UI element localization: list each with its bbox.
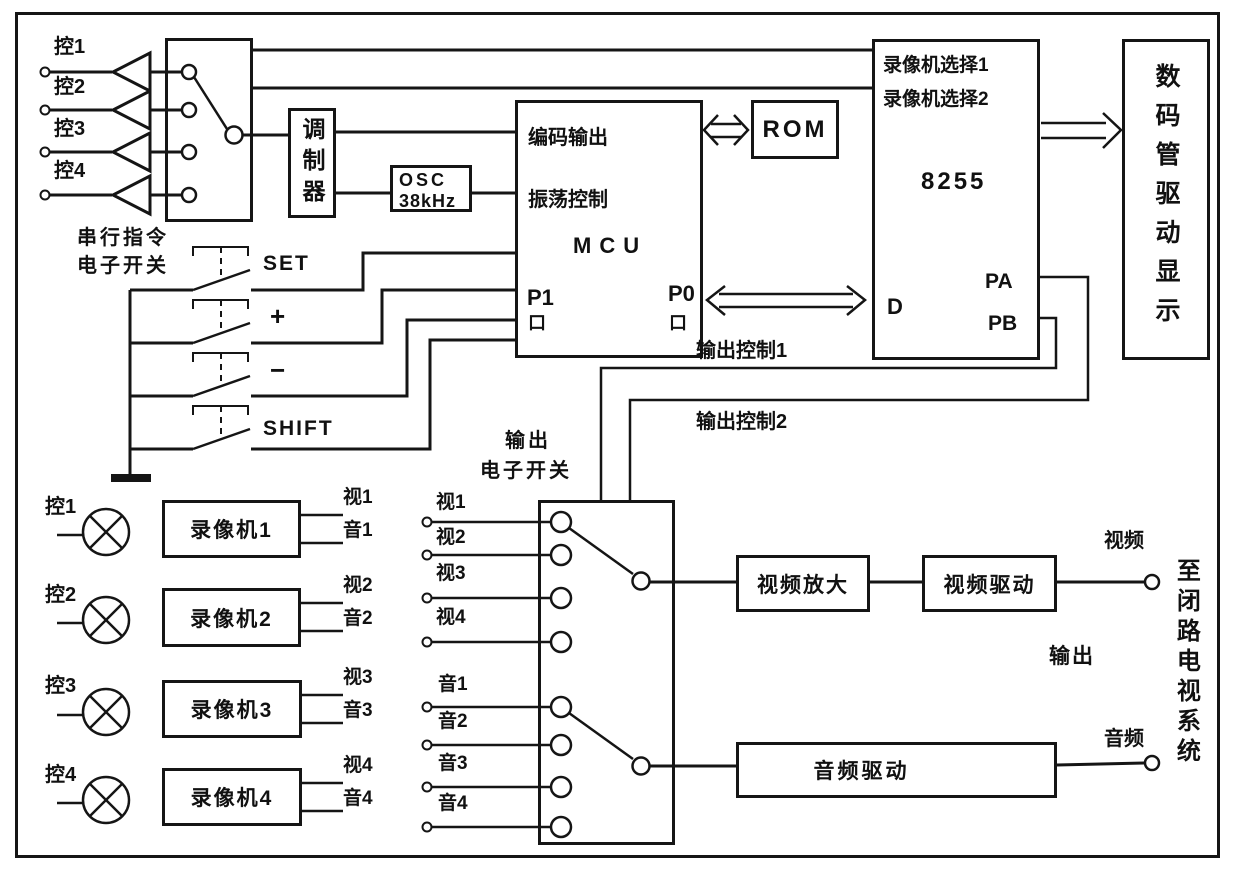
video-out-terminal bbox=[1143, 573, 1161, 591]
key-set-label: SET bbox=[263, 252, 310, 275]
ctrl-bottom-4: 控4 bbox=[45, 764, 77, 786]
modulator-box: 调制器 bbox=[288, 108, 336, 218]
vcr-select-2-label: 录像机选择2 bbox=[883, 89, 989, 110]
bus-mcu-rom bbox=[702, 114, 750, 146]
video-driver-label: 视频驱动 bbox=[943, 573, 1036, 597]
modulator-label: 调制器 bbox=[299, 116, 325, 210]
mcu-name: MCU bbox=[573, 233, 648, 258]
pin-pb: PB bbox=[988, 312, 1018, 335]
to-cctv-label: 至闭路电视系统 bbox=[1172, 558, 1200, 768]
output-switch-inputs bbox=[421, 510, 573, 839]
mcu-pin-osc: 振荡控制 bbox=[528, 189, 608, 211]
ctrl-top-4: 控4 bbox=[54, 160, 86, 182]
ctrl-bottom-2: 控2 bbox=[45, 584, 77, 606]
pin-pa: PA bbox=[985, 270, 1013, 293]
pin-d: D bbox=[887, 294, 903, 319]
vcr-4-box: 录像机4 bbox=[162, 768, 302, 826]
ctrl-top-1: 控1 bbox=[54, 36, 86, 58]
sw-audio-3-label: 音3 bbox=[438, 753, 468, 774]
audio-driver-box: 音频驱动 bbox=[736, 742, 1057, 798]
audio-driver-label: 音频驱动 bbox=[813, 760, 910, 783]
serial-switch-box bbox=[165, 38, 253, 222]
key-plus-label: + bbox=[270, 301, 286, 331]
output-switch-box bbox=[538, 500, 675, 845]
vcr-2-audio-label: 音2 bbox=[343, 608, 373, 629]
serial-switch-rotor bbox=[192, 76, 288, 145]
vcr-4-label: 录像机4 bbox=[190, 787, 274, 810]
diagram-frame bbox=[15, 12, 1220, 858]
mcu-p0-port: 口 bbox=[669, 313, 687, 333]
vcr-2-video-label: 视2 bbox=[343, 575, 373, 596]
sw-audio-1-label: 音1 bbox=[438, 674, 468, 695]
output-switch-caption-2: 电子开关 bbox=[480, 460, 572, 482]
ctrl-top-2: 控2 bbox=[54, 76, 86, 98]
osc-line1: OSC bbox=[399, 170, 448, 190]
sw-audio-4-label: 音4 bbox=[438, 793, 468, 814]
key-switches bbox=[111, 246, 515, 482]
mcu-p1-port: 口 bbox=[528, 313, 546, 333]
video-driver-box: 视频驱动 bbox=[922, 555, 1057, 612]
vcr-3-box: 录像机3 bbox=[162, 680, 302, 738]
video-rotor bbox=[568, 526, 736, 591]
ctrl-bottom-3: 控3 bbox=[45, 675, 77, 697]
video-amp-label: 视频放大 bbox=[757, 573, 849, 597]
vcr-select-1-label: 录像机选择1 bbox=[883, 55, 989, 76]
display-driver-box: 数码管驱动显示 bbox=[1122, 39, 1210, 360]
wire-output-control-2 bbox=[628, 275, 1090, 500]
vcr-2-label: 录像机2 bbox=[190, 607, 273, 631]
vcr-1-video-label: 视1 bbox=[343, 487, 373, 508]
control-lamps bbox=[57, 507, 131, 825]
ctrl-bottom-1: 控1 bbox=[45, 496, 77, 518]
vcr-1-label: 录像机1 bbox=[190, 519, 273, 542]
serial-command-label: 串行指令 bbox=[77, 227, 169, 249]
ground-icon bbox=[111, 474, 151, 482]
chip-8255-name: 8255 bbox=[921, 168, 987, 195]
sw-audio-2-label: 音2 bbox=[438, 711, 468, 732]
electronic-switch-label: 电子开关 bbox=[77, 255, 169, 277]
ctrl-top-3: 控3 bbox=[54, 118, 86, 140]
output-control-2-label: 输出控制2 bbox=[696, 411, 788, 433]
remote-output-rows bbox=[39, 50, 198, 217]
mcu-p1: P1 bbox=[527, 285, 554, 310]
chip-8255-box: 录像机选择1 录像机选择2 8255 D PA PB bbox=[872, 39, 1040, 360]
rom-box: ROM bbox=[751, 100, 839, 159]
wire-output-control-1 bbox=[599, 316, 1058, 500]
output-label: 输出 bbox=[1049, 645, 1095, 668]
key-shift-label: SHIFT bbox=[263, 417, 334, 440]
sw-video-1-label: 视1 bbox=[436, 492, 466, 513]
sw-video-2-label: 视2 bbox=[436, 527, 466, 548]
mcu-pin-encode: 编码输出 bbox=[528, 127, 608, 149]
vcr-3-label: 录像机3 bbox=[190, 699, 274, 722]
output-switch-caption-1: 输出 bbox=[505, 430, 551, 452]
vcr-4-video-label: 视4 bbox=[343, 755, 373, 776]
vcr-1-audio-label: 音1 bbox=[343, 520, 373, 541]
wire-adriver-out bbox=[1056, 761, 1146, 767]
vcr-3-video-label: 视3 bbox=[343, 667, 373, 688]
bus-8255-display bbox=[1041, 112, 1123, 149]
key-minus-label: − bbox=[270, 355, 286, 385]
vcr-4-audio-label: 音4 bbox=[343, 788, 373, 809]
sw-video-3-label: 视3 bbox=[436, 563, 466, 584]
audio-out-terminal bbox=[1143, 754, 1161, 772]
display-driver-label: 数码管驱动显示 bbox=[1152, 63, 1180, 336]
sw-video-4-label: 视4 bbox=[436, 607, 466, 628]
output-control-1-label: 输出控制1 bbox=[696, 340, 788, 362]
vcr-3-audio-label: 音3 bbox=[343, 700, 373, 721]
mcu-box: 编码输出 振荡控制 MCU P1 口 P0 口 bbox=[515, 100, 703, 358]
bus-p0-d bbox=[705, 285, 867, 316]
video-amp-box: 视频放大 bbox=[736, 555, 870, 612]
video-out-label: 视频 bbox=[1104, 530, 1144, 552]
mcu-p0: P0 bbox=[668, 281, 695, 306]
vcr-2-box: 录像机2 bbox=[162, 588, 301, 647]
vcr-1-box: 录像机1 bbox=[162, 500, 301, 558]
osc-line2: 38kHz bbox=[399, 191, 457, 211]
audio-rotor bbox=[568, 711, 736, 776]
audio-out-label: 音频 bbox=[1104, 728, 1144, 750]
rom-label: ROM bbox=[762, 115, 828, 143]
osc-box: OSC 38kHz bbox=[390, 165, 472, 212]
vcr-output-stubs bbox=[301, 513, 343, 813]
